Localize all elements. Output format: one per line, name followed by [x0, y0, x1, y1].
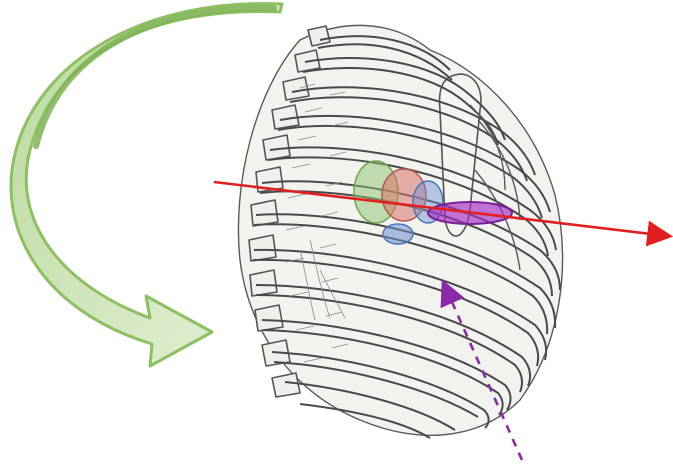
blue-ellipse-lower [383, 224, 413, 244]
